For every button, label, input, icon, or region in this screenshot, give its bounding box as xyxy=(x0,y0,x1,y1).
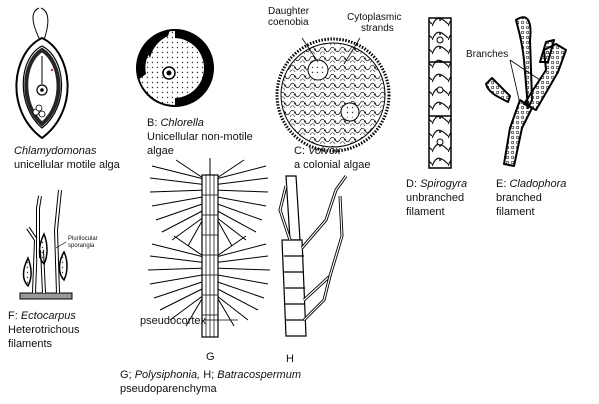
spirogyra-letter: D: xyxy=(406,178,417,190)
polysiphonia-name: Polysiphonia, xyxy=(134,369,201,381)
ectocarpus-label-sporangia-1: Plurilocular xyxy=(68,236,98,242)
chlorella-desc1: Unicellular non-motile xyxy=(147,131,253,143)
branches-pointer xyxy=(509,59,521,105)
branches-pointer xyxy=(509,59,541,81)
chlamydomonas-name: Chlamydomonas xyxy=(14,145,97,157)
cladophora-desc2: filament xyxy=(496,206,535,218)
volvox-drawing xyxy=(275,37,391,153)
polysiphonia-tag-g: G xyxy=(206,351,215,363)
ectocarpus-name: Ectocarpus xyxy=(20,310,76,322)
cladophora-name: Cladophora xyxy=(509,178,567,190)
spirogyra-desc1: unbranched xyxy=(406,192,465,204)
volvox-desc: a colonial algae xyxy=(294,159,371,171)
batracospermum-tag-h: H xyxy=(286,353,294,365)
chlorella-drawing xyxy=(136,29,214,107)
cladophora-desc1: branched xyxy=(496,192,542,204)
volvox-label-daughter-1: Daughter xyxy=(268,6,310,17)
volvox-label-strands-2: strands xyxy=(361,23,394,34)
cladophora-caption-line1: E: Cladophora xyxy=(496,177,566,191)
volvox-name: Volvox xyxy=(308,145,341,157)
chlorella-letter: B: xyxy=(147,117,158,129)
cladophora-drawing xyxy=(485,16,567,167)
ectocarpus-label-sporangia-2: sporangia xyxy=(68,243,95,249)
ectocarpus-caption-line1: F: Ectocarpus xyxy=(8,309,76,323)
chlorella-desc2: algae xyxy=(147,145,174,157)
batracospermum-letter: H; xyxy=(203,369,215,381)
chlamydomonas-drawing xyxy=(15,7,69,140)
chlorella-name: Chlorella xyxy=(160,117,204,129)
ectocarpus-letter: F: xyxy=(8,310,18,322)
ectocarpus-desc2: filaments xyxy=(8,338,53,350)
batracospermum-name: Batracospermum xyxy=(217,369,302,381)
volvox-caption-line1: C: Volvox xyxy=(294,144,341,158)
chlamydomonas-desc: unicellular motile alga xyxy=(14,159,120,171)
batracospermum-drawing xyxy=(278,175,348,337)
volvox-label-daughter-2: coenobia xyxy=(268,17,309,28)
spirogyra-name: Spirogyra xyxy=(420,178,468,190)
volvox-letter: C: xyxy=(294,145,305,157)
pseudoparenchyma-caption-line1: G; Polysiphonia, H; Batracospermum xyxy=(120,368,301,382)
cladophora-label-branches: Branches xyxy=(466,49,509,60)
pseudoparenchyma-desc: pseudoparenchyma xyxy=(120,383,217,395)
spirogyra-drawing xyxy=(428,17,452,169)
ectocarpus-desc1: Heterotrichous xyxy=(8,324,80,336)
volvox-label-strands-1: Cytoplasmic xyxy=(347,12,402,23)
spirogyra-desc2: filament xyxy=(406,206,445,218)
polysiphonia-label-pseudocortex: pseudocortex xyxy=(140,315,207,327)
polysiphonia-drawing xyxy=(147,158,271,338)
cladophora-letter: E: xyxy=(496,178,507,190)
chlorella-caption-line1: B: Chlorella xyxy=(147,116,204,130)
ectocarpus-drawing xyxy=(19,189,73,300)
spirogyra-caption-line1: D: Spirogyra xyxy=(406,177,467,191)
polysiphonia-letter: G; xyxy=(120,369,132,381)
